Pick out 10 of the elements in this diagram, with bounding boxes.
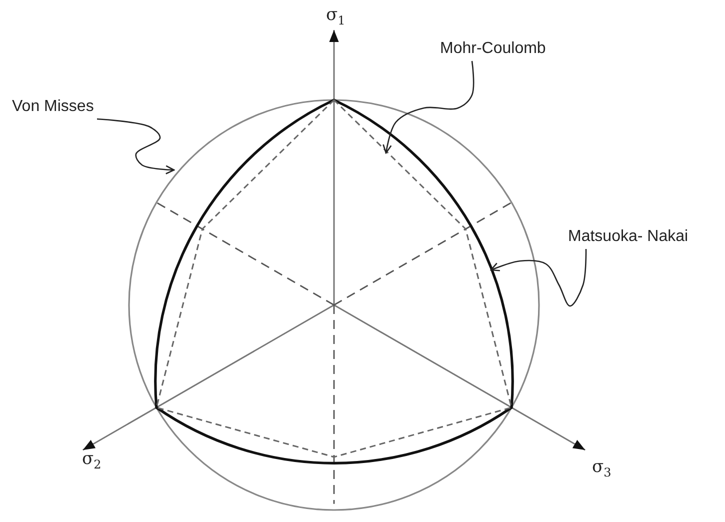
axis-label: σ$_{2}$ [82,448,102,474]
axis-label: σ$_{3}$ [592,456,612,482]
leader-line [490,249,587,307]
leader-line [96,118,175,174]
curve-label: Mohr-Coulomb [440,38,546,60]
leader-line [382,60,474,154]
curve-label: Matsuoka- Nakai [568,226,688,248]
circle-outline [128,99,540,511]
curve-label: Von Misses [12,96,94,118]
axis-label: σ$_{1}$ [326,4,346,30]
